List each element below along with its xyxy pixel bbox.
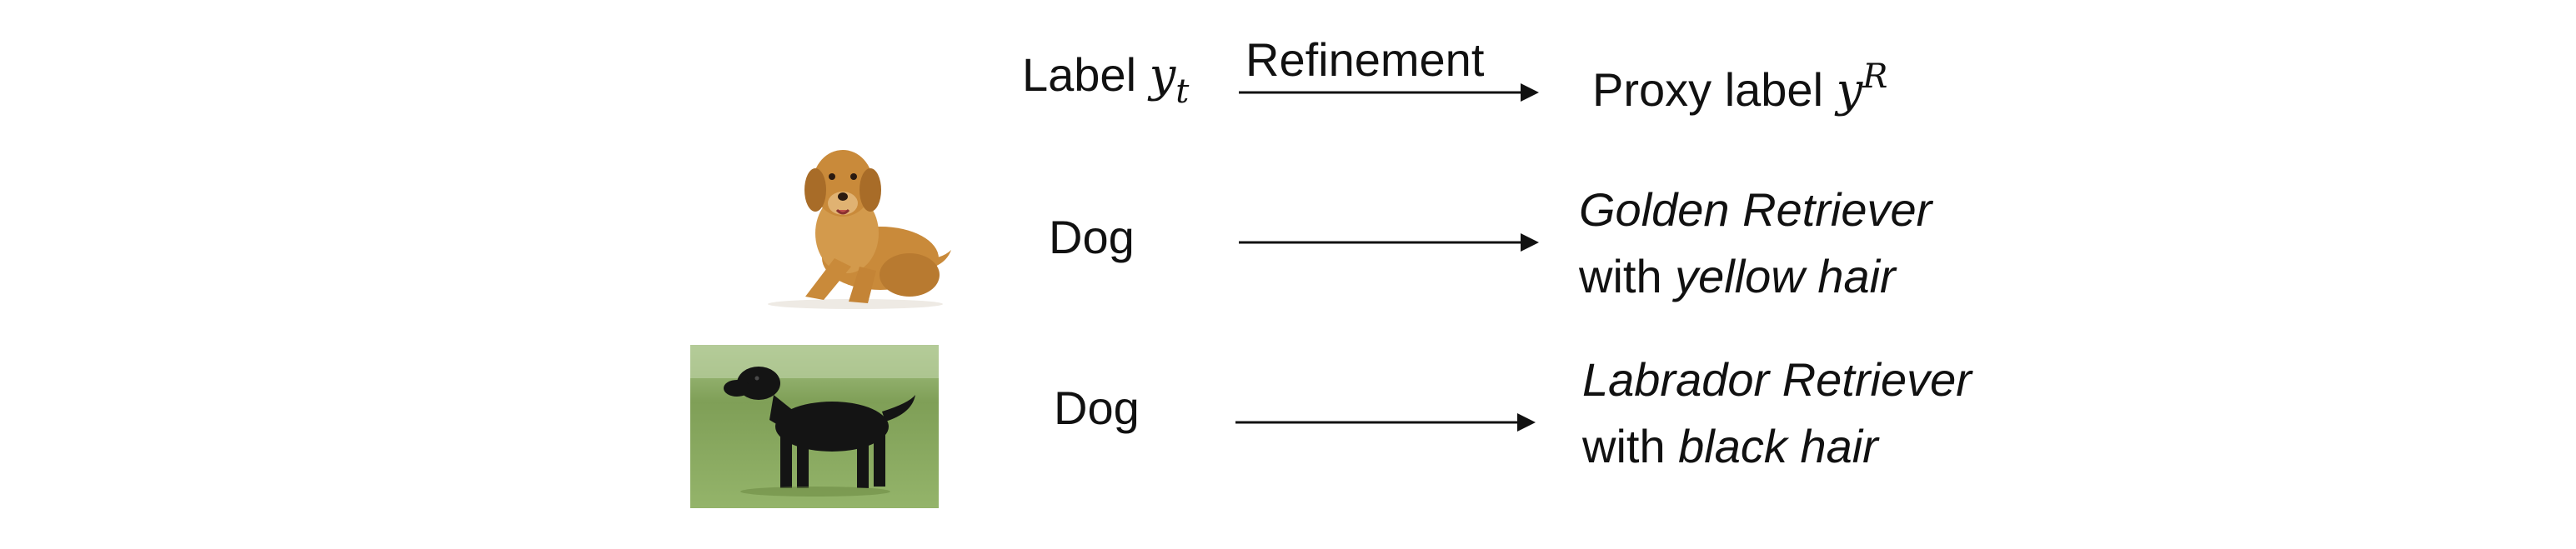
row2-arrow — [1235, 413, 1536, 432]
row2-proxy-with: with — [1582, 420, 1666, 472]
label-header-text: Label — [1022, 48, 1137, 101]
row1-label: Dog — [1049, 211, 1135, 263]
proxy-label-variable: yR — [1836, 57, 1888, 117]
row1-arrow — [1239, 233, 1539, 252]
label-variable: yt — [1149, 48, 1190, 111]
row2-label: Dog — [1054, 382, 1140, 434]
label-header: Label yt — [1022, 52, 1189, 109]
proxy-label-header: Proxy label yR — [1592, 60, 1887, 114]
labrador-retriever-photo — [690, 345, 939, 508]
row2-proxy-attribute: black hair — [1678, 420, 1878, 472]
row2-proxy-line2: with black hair — [1582, 423, 1878, 470]
proxy-label-text: Proxy label — [1592, 63, 1824, 116]
refinement-arrow — [1239, 83, 1539, 102]
row1-proxy-with: with — [1579, 250, 1662, 302]
row2-proxy-line1: Labrador Retriever — [1582, 353, 1972, 406]
row1-proxy-line1: Golden Retriever — [1579, 183, 1932, 236]
golden-retriever-photo — [755, 133, 955, 317]
refinement-title: Refinement — [1245, 33, 1485, 86]
row1-proxy-line2: with yellow hair — [1579, 253, 1896, 300]
row1-proxy-attribute: yellow hair — [1675, 250, 1896, 302]
